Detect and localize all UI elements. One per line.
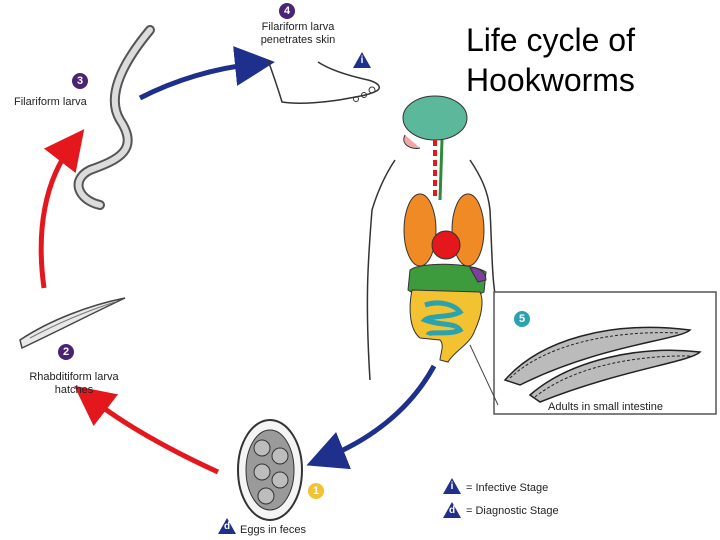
foot-illustration — [267, 59, 380, 104]
stage-3-badge: 3 — [72, 73, 88, 89]
infective-stage-icon: i — [353, 52, 371, 68]
arrow-filariform-to-skin — [138, 46, 275, 101]
legend-diagnostic-letter: d — [448, 505, 456, 516]
stage-4-label: Filariform larva penetrates skin — [253, 21, 343, 47]
legend-infective-label: = Infective Stage — [466, 482, 549, 494]
legend-diagnostic-icon: d — [443, 502, 461, 518]
arrow-rhabditiform-to-filariform — [38, 129, 85, 289]
stage-3-label: Filariform larva — [14, 96, 87, 108]
rhabditiform-larva — [19, 297, 126, 350]
legend-infective-letter: i — [450, 481, 454, 492]
filariform-larva — [73, 25, 155, 210]
infective-stage-letter: i — [360, 55, 364, 66]
arrow-eggs-to-rhabditiform — [74, 385, 220, 475]
human-body-illustration — [366, 95, 497, 381]
stage-5-badge: 5 — [514, 311, 530, 327]
eggs-label: Eggs in feces — [240, 524, 307, 536]
stage-4-label-line-1: Filariform larva — [261, 21, 335, 33]
arrow-intestine-to-eggs — [306, 364, 437, 470]
stage-2-badge: 2 — [58, 344, 74, 360]
hookworm-egg — [237, 419, 303, 521]
stage-2-label-line-2: hatches — [54, 384, 94, 396]
page-title: Life cycle of Hookworms — [466, 20, 635, 100]
legend-infective-icon: i — [443, 478, 461, 494]
diagnostic-stage-letter: d — [223, 521, 231, 532]
title-line-1: Life cycle of — [466, 22, 635, 58]
title-line-2: Hookworms — [466, 62, 635, 98]
stage-2-label: Rhabditiform larva hatches — [14, 371, 134, 397]
stage-5-label: Adults in small intestine — [548, 401, 663, 413]
adult-worms-inset — [469, 291, 717, 415]
stage-4-label-line-2: penetrates skin — [260, 34, 336, 46]
stage-4-badge: 4 — [279, 3, 295, 19]
legend-diagnostic-label: = Diagnostic Stage — [466, 505, 559, 517]
stage-1-badge: 1 — [308, 483, 324, 499]
diagnostic-stage-icon: d — [218, 518, 236, 534]
stage-2-label-line-1: Rhabditiform larva — [29, 371, 119, 383]
